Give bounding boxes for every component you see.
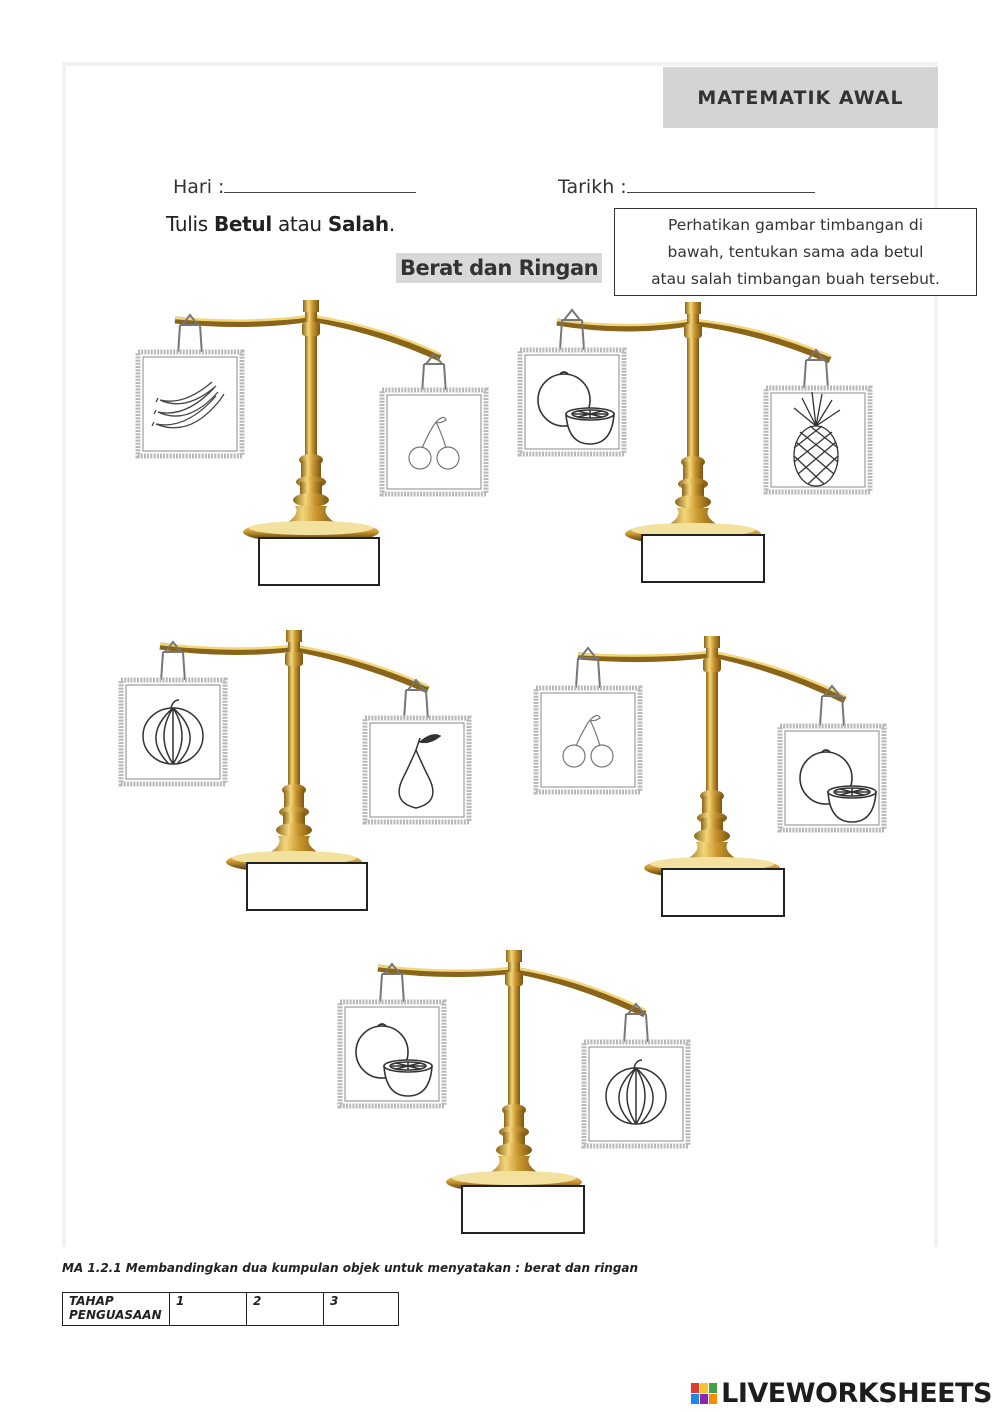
topic-label: Berat dan Ringan [396,253,603,283]
mastery-label-cell: TAHAP PENGUASAAN [62,1292,170,1326]
date-blank [626,174,815,193]
mastery-level-3: 3 [323,1292,399,1326]
instruction-heading: Tulis Betul atau Salah. [166,212,395,236]
answer-box-4[interactable] [661,868,785,917]
instruction-word-salah: Salah [327,212,389,236]
answer-box-2[interactable] [641,534,765,583]
date-label: Tarikh : [558,176,627,198]
liveworksheets-brand: LIVEWORKSHEETS [691,1378,992,1409]
liveworksheets-logo-icon [691,1383,718,1404]
instruction-suffix: . [388,212,395,236]
mastery-level-table: TAHAP PENGUASAAN 1 2 3 [62,1292,399,1326]
note-line-1: Perhatikan gambar timbangan di [667,216,924,234]
subject-title: MATEMATIK AWAL [697,86,904,109]
instruction-note: Perhatikan gambar timbangan di bawah, te… [614,208,977,296]
answer-box-3[interactable] [246,862,368,911]
instruction-middle: atau [271,212,328,236]
note-line-2: bawah, tentukan sama ada betul [667,243,924,261]
subject-banner: MATEMATIK AWAL [663,67,938,128]
date-field: Tarikh : [558,174,815,198]
answer-box-5[interactable] [461,1185,585,1234]
learning-objective: MA 1.2.1 Membandingkan dua kumpulan obje… [62,1261,639,1275]
mastery-level-2: 2 [246,1292,324,1326]
answer-box-1[interactable] [258,537,380,586]
instruction-word-betul: Betul [213,212,272,236]
instruction-prefix: Tulis [166,212,214,236]
brand-name: LIVEWORKSHEETS [721,1378,992,1409]
mastery-label-line-2: PENGUASAAN [69,1308,162,1322]
day-blank [224,174,417,193]
mastery-level-1: 1 [169,1292,247,1326]
note-line-3: atau salah timbangan buah tersebut. [651,270,940,288]
day-label: Hari : [173,176,225,198]
day-field: Hari : [173,174,417,198]
mastery-label-line-1: TAHAP [69,1294,114,1308]
